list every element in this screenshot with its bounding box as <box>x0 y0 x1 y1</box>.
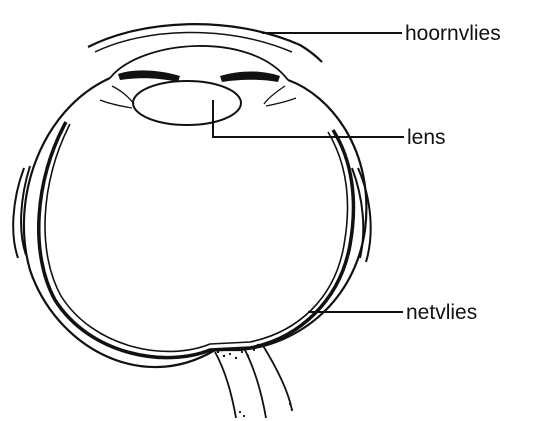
retina-layer <box>45 124 347 351</box>
eyeball-outline <box>24 78 366 367</box>
label-lens: lens <box>407 126 446 149</box>
lens-shape <box>133 81 241 125</box>
label-cornea: hoornvlies <box>405 22 501 45</box>
optic-nerve <box>215 344 293 418</box>
choroid-layer <box>39 122 354 358</box>
iris <box>100 70 296 108</box>
eye-muscles <box>13 166 370 262</box>
label-retina: netvlies <box>406 301 477 324</box>
